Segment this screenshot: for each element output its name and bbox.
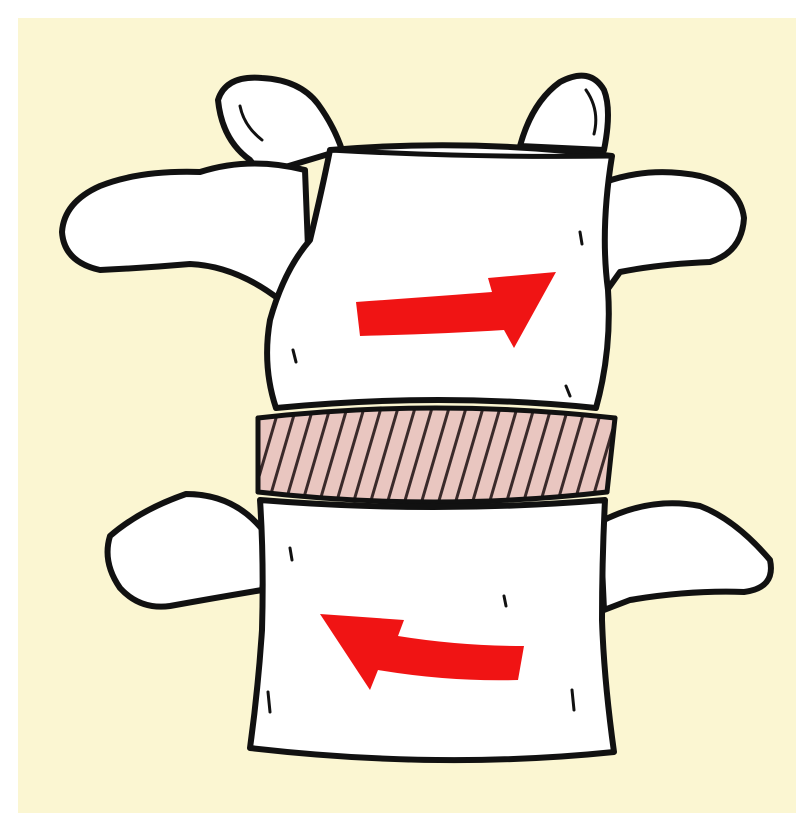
- lower-body-tick: [504, 596, 506, 606]
- upper-body-tick: [580, 232, 582, 244]
- lower-body-tick: [572, 690, 574, 710]
- lower-vertebral-body: [250, 500, 614, 760]
- intervertebral-disc: [234, 408, 636, 504]
- lower-body-tick: [268, 692, 270, 712]
- lower-body-tick: [290, 548, 292, 560]
